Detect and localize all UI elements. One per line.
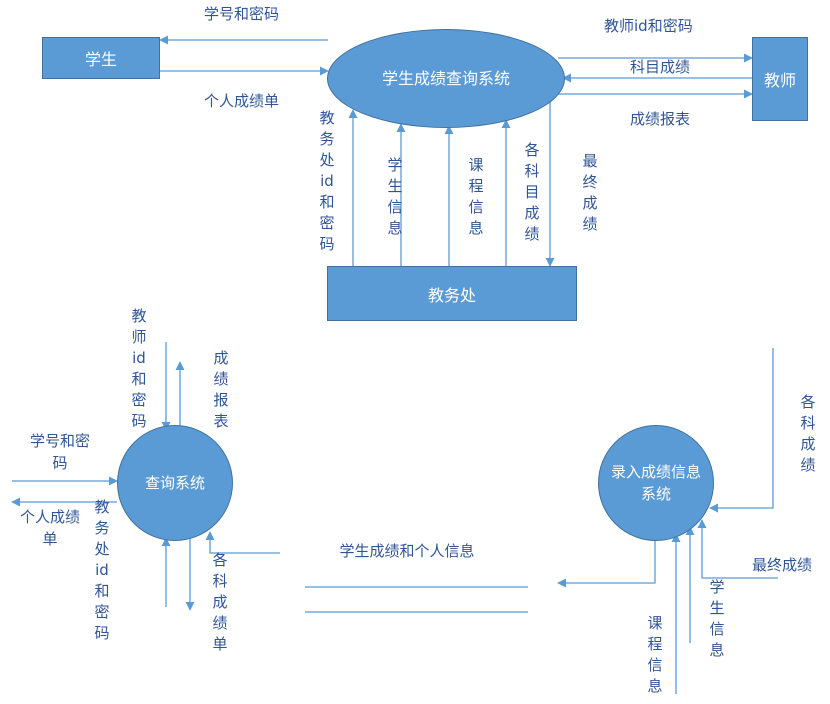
flow-br-entry-to-datastore-arrow — [557, 528, 656, 588]
label-student-id-pwd: 学号和密码 — [204, 5, 280, 23]
label-student-info: 学生信息 — [387, 156, 403, 237]
label-bl-score-report: 成绩报表 — [213, 349, 229, 430]
label-bl-personal-report: 个人成绩单 — [20, 508, 81, 548]
flow-br-subject-scores-arrow — [709, 348, 774, 513]
flow-bl-datastore-to-query-arrow — [205, 531, 280, 554]
label-bl-teacher-id-pwd: 教师id和密码 — [131, 307, 147, 430]
label-course-info: 课程信息 — [468, 156, 484, 237]
label-score-report: 成绩报表 — [630, 110, 691, 128]
label-br-student-info: 学生信息 — [709, 578, 725, 659]
label-br-course-info: 课程信息 — [647, 614, 663, 695]
label-datastore: 学生成绩和个人信息 — [339, 542, 475, 560]
label-bl-student-id-pwd: 学号和密码 — [30, 432, 91, 472]
academic-office-entity: 教务处 — [327, 266, 577, 321]
label-bl-subject-report: 各科成绩单 — [212, 551, 228, 653]
score-query-system-process: 学生成绩查询系统 — [327, 29, 565, 128]
score-entry-system-process: 录入成绩信息系统 — [598, 425, 714, 541]
label-subject-scores: 科目成绩 — [630, 58, 691, 76]
query-system-process: 查询系统 — [117, 425, 233, 541]
label-br-final-scores: 最终成绩 — [752, 556, 813, 574]
student-entity: 学生 — [42, 37, 160, 79]
label-office-id-pwd: 教务处id和密码 — [319, 109, 335, 253]
label-all-subject-scores: 各科目成绩 — [524, 141, 540, 243]
label-personal-report: 个人成绩单 — [204, 92, 280, 110]
label-teacher-id-pwd: 教师id和密码 — [604, 17, 693, 35]
label-final-scores: 最终成绩 — [582, 152, 598, 233]
flow-br-final-scores-arrow — [697, 519, 778, 579]
label-bl-office-id-pwd: 教务处id和密码 — [94, 498, 110, 642]
label-br-subject-scores: 各科成绩 — [800, 393, 816, 474]
teacher-entity: 教师 — [752, 37, 808, 121]
